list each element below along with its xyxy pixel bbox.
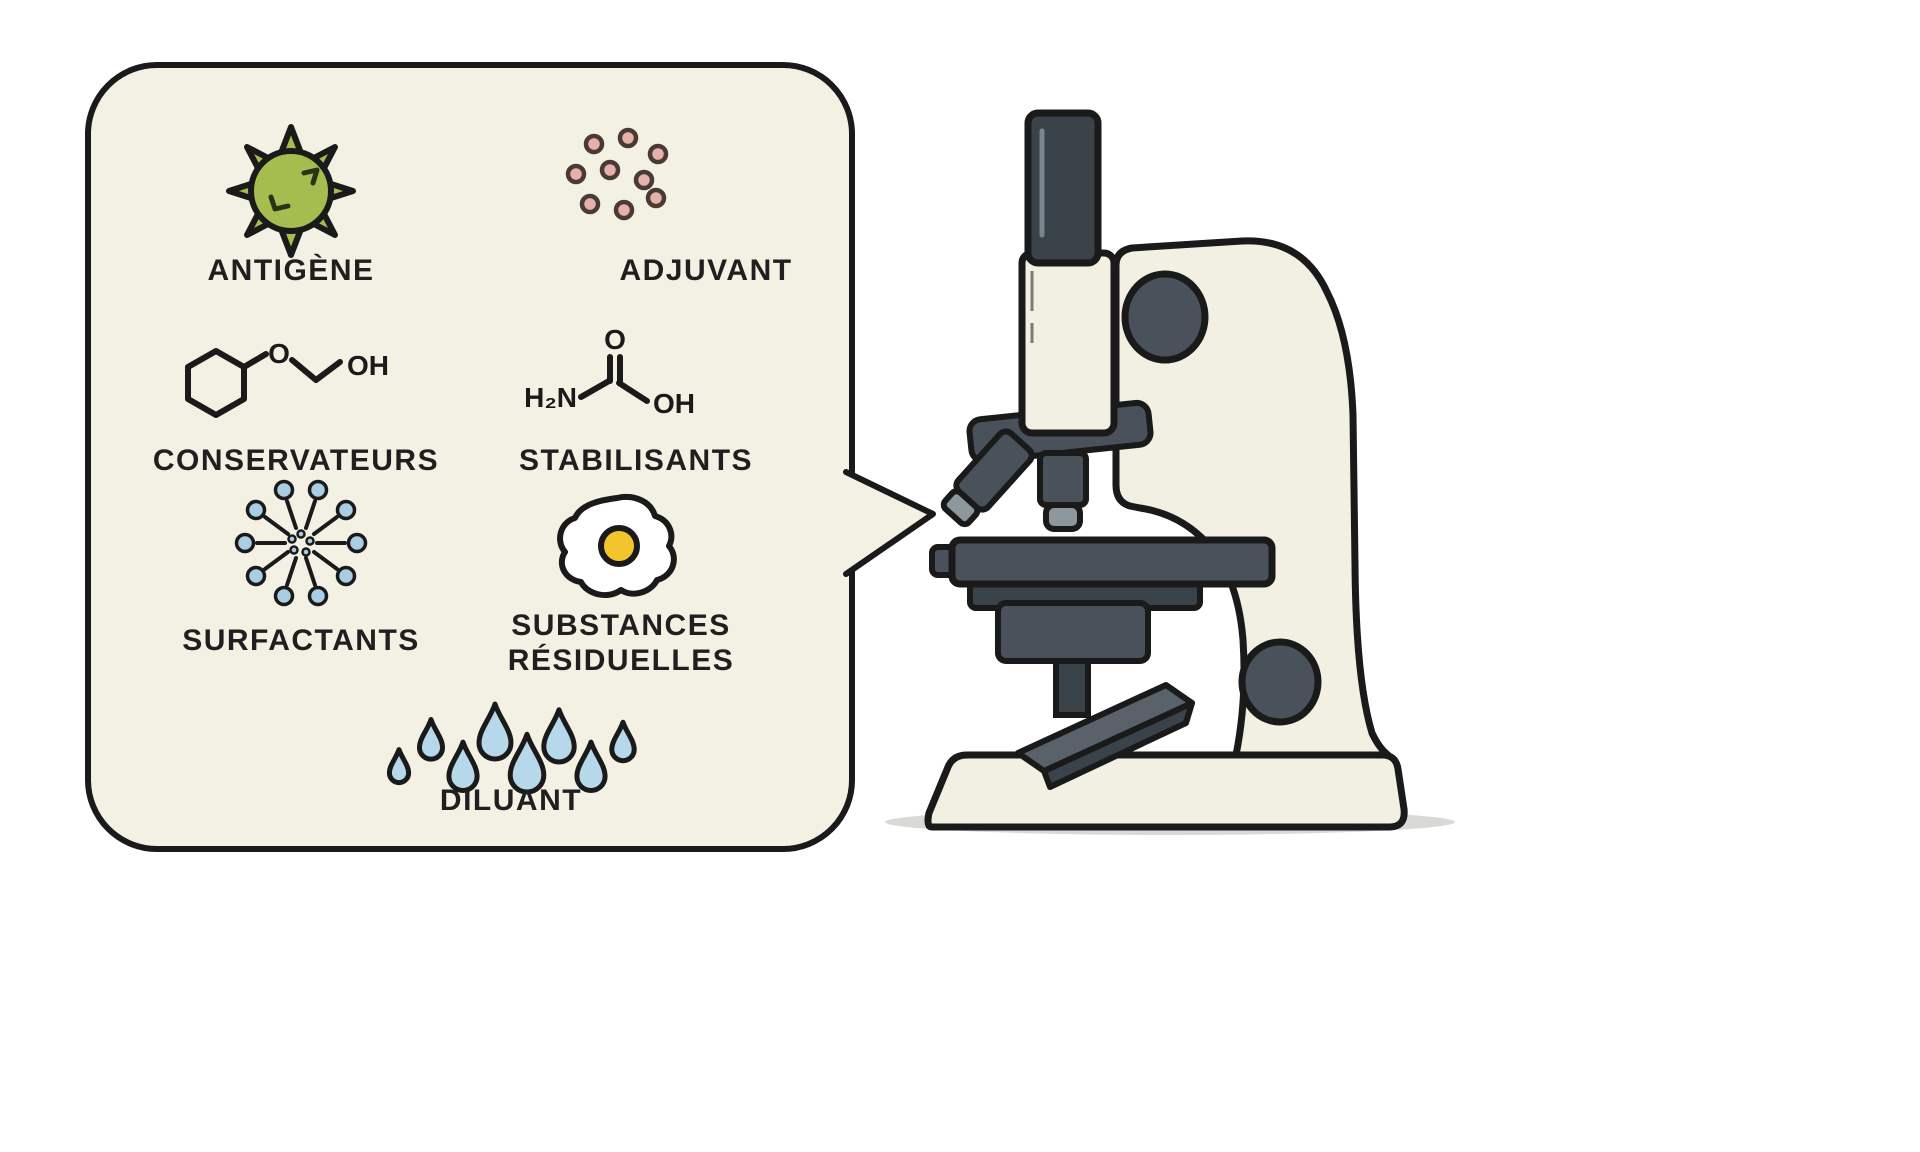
fine-focus-knob (1238, 638, 1322, 726)
microscope-body-tube (1018, 249, 1118, 437)
stabilizer-molecule-icon: H₂N O OH (524, 324, 695, 419)
condenser-box (995, 600, 1151, 664)
adjuvant-label: ADJUVANT (619, 254, 793, 287)
stabilizer-atom-h2n: H₂N (524, 382, 577, 413)
surfactant-micelle-icon (234, 479, 368, 607)
water-drops-icon (387, 658, 636, 798)
adjuvant-particles-icon (565, 127, 669, 221)
droplets (387, 704, 636, 792)
surfactant-center-dots (287, 529, 315, 557)
diluent-label: DILUANT (439, 784, 583, 817)
microscope-illustration (885, 109, 1455, 835)
surfactant-tails (255, 499, 347, 587)
mirror-stem (1053, 652, 1091, 718)
microscope-arm (1112, 237, 1392, 759)
surfactants-label: SURFACTANTS (182, 624, 420, 657)
stabilizer-atom-oh: OH (653, 388, 695, 419)
microscope-eyepiece (1024, 109, 1102, 267)
preservatives-label: CONSERVATEURS (152, 444, 440, 477)
virus-body (248, 148, 334, 234)
speech-bubble-tail (843, 469, 936, 577)
microscope-base (924, 751, 1408, 831)
surfactant-heads (234, 479, 368, 607)
egg-yolk (598, 525, 640, 567)
virus-icon (226, 124, 356, 258)
objective-lens-angled (940, 428, 1035, 528)
objective-lens-vertical (1037, 450, 1089, 532)
preservative-bonds (185, 348, 343, 418)
stabilizers-label: STABILISANTS (518, 444, 754, 477)
microscope-mirror (1015, 682, 1195, 790)
coarse-focus-knob (1121, 270, 1209, 364)
virus-inner-marks (268, 167, 320, 212)
microscope-stage (948, 536, 1276, 588)
preservative-atom-oh: OH (347, 350, 389, 381)
stabilizer-bonds (578, 354, 650, 404)
preservative-molecule-icon: O OH (185, 338, 389, 418)
residuals-label: SUBSTANCES RÉSIDUELLES (507, 609, 735, 678)
antigen-label: ANTIGÈNE (207, 254, 375, 287)
fried-egg-icon (557, 494, 677, 599)
speech-bubble: ANTIGÈNE ADJUVANT O OH CONSERVATEURS (85, 62, 855, 852)
stabilizer-atom-o: O (604, 324, 626, 355)
preservative-atom-o: O (268, 338, 290, 369)
adjuvant-dots (565, 127, 669, 221)
